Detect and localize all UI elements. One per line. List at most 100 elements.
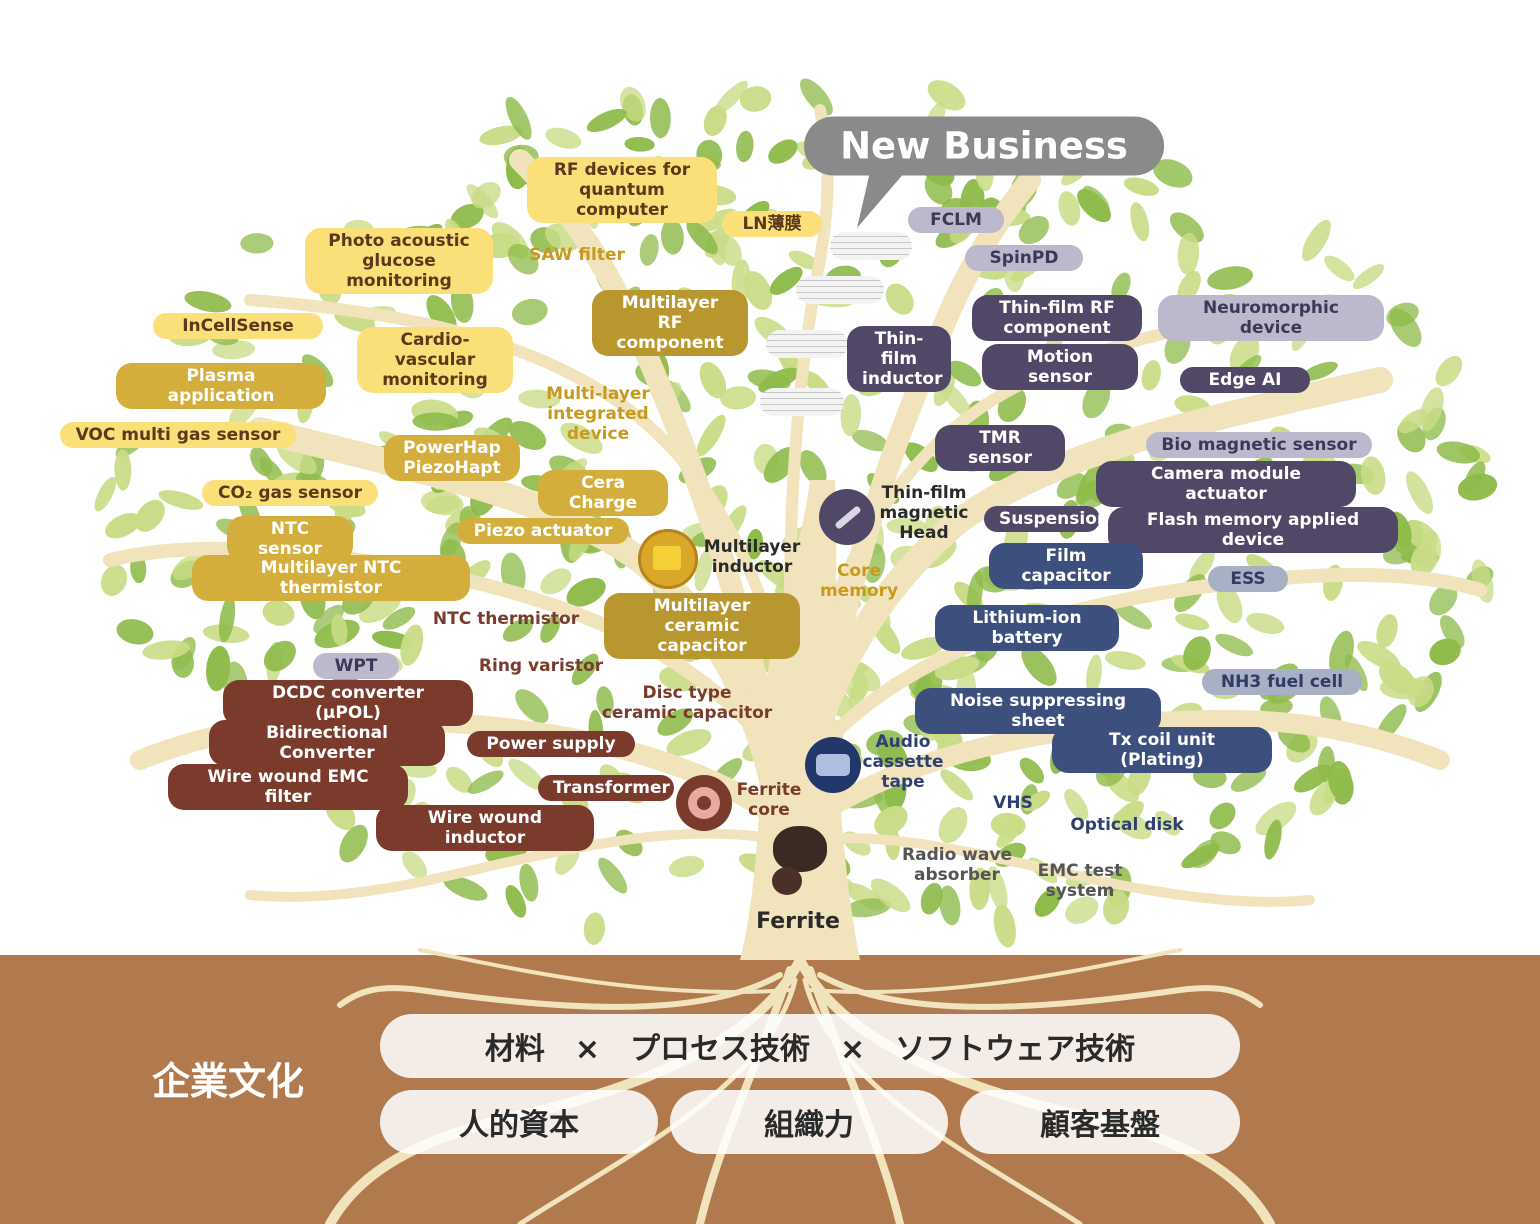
- leaf: [870, 878, 911, 913]
- new-business-bubble: New Business: [804, 116, 1164, 176]
- leaf: [1209, 802, 1236, 830]
- leaf: [1207, 266, 1254, 290]
- label-motion-sensor: Motion sensor: [982, 344, 1138, 390]
- leaf: [450, 203, 484, 230]
- leaf: [443, 876, 488, 901]
- leaf: [505, 96, 532, 140]
- leaf: [920, 882, 943, 915]
- label-nh3: NH3 fuel cell: [1202, 669, 1362, 695]
- human-capital-text: 人的資本: [459, 1108, 579, 1143]
- leaf: [938, 807, 968, 844]
- leaf: [993, 904, 1016, 948]
- leaf: [1302, 219, 1331, 262]
- label-multilayer-inductor: Multilayer inductor: [703, 537, 801, 577]
- leaf: [699, 361, 727, 399]
- leaf: [1419, 387, 1444, 432]
- leaf: [467, 770, 504, 794]
- leaf: [657, 708, 694, 736]
- label-ess: ESS: [1208, 566, 1288, 592]
- leaf: [694, 548, 713, 592]
- label-wire-emc: Wire wound EMC filter: [168, 764, 408, 810]
- leaf: [1436, 441, 1481, 464]
- leaf: [400, 624, 424, 666]
- label-disc-cap: Disc type ceramic capacitor: [601, 683, 773, 723]
- leaf: [184, 290, 232, 313]
- leaf: [660, 218, 684, 255]
- label-audio-tape: Audio cassette tape: [862, 732, 944, 792]
- future-placeholder-4: [760, 388, 844, 416]
- label-plasma: Plasma application: [116, 363, 326, 409]
- label-voc: VOC multi gas sensor: [60, 422, 296, 448]
- multilayer-inductor-icon: [638, 529, 698, 589]
- label-rf-quantum: RF devices for quantum computer: [527, 157, 717, 223]
- leaf: [598, 857, 628, 894]
- label-neuromorphic: Neuromorphic device: [1158, 295, 1384, 341]
- leaf: [412, 412, 459, 431]
- leaf: [1360, 456, 1386, 495]
- leaf: [1255, 801, 1297, 836]
- leaf: [969, 867, 991, 911]
- leaf: [1457, 473, 1498, 501]
- leaf: [1181, 843, 1220, 869]
- leaf: [768, 139, 798, 164]
- leaf: [1210, 831, 1241, 855]
- leaf: [666, 729, 712, 756]
- ferrite-toroid-icon: [772, 867, 802, 895]
- label-thinfilm-rf: Thin-film RF component: [972, 295, 1142, 341]
- audio-cassette-icon: [805, 737, 861, 793]
- leaf: [1324, 255, 1355, 282]
- technology-pill: 材料 × プロセス技術 × ソフトウェア技術: [380, 1014, 1240, 1078]
- leaf: [1264, 819, 1282, 860]
- label-piezo-actuator: Piezo actuator: [457, 518, 629, 544]
- customer-base-pill: 顧客基盤: [960, 1090, 1240, 1154]
- leaf: [471, 181, 501, 209]
- label-thinfilm-inductor: Thin-film inductor: [847, 326, 951, 392]
- leaf: [874, 805, 908, 836]
- leaf: [1301, 361, 1338, 381]
- leaf: [746, 528, 764, 560]
- label-mlcc: Multilayer ceramic capacitor: [604, 593, 800, 659]
- leaf: [425, 495, 460, 514]
- label-core-memory: Core memory: [819, 561, 899, 601]
- leaf: [206, 645, 231, 692]
- label-ring-varistor: Ring varistor: [478, 656, 604, 676]
- leaf: [1058, 191, 1081, 226]
- leaf: [1357, 640, 1401, 670]
- leaf: [566, 577, 606, 607]
- leaf: [668, 856, 705, 878]
- label-saw-filter: SAW filter: [529, 245, 625, 265]
- label-film-capacitor: Film capacitor: [989, 543, 1143, 589]
- organization-pill: 組織力: [670, 1090, 948, 1154]
- leaf: [331, 614, 348, 646]
- leaf: [596, 686, 614, 717]
- leaf: [1023, 790, 1051, 812]
- leaf: [1065, 896, 1099, 924]
- leaf: [939, 885, 961, 926]
- label-noise-sheet: Noise suppressing sheet: [915, 688, 1161, 734]
- label-photo-acoustic: Photo acoustic glucose monitoring: [305, 228, 493, 294]
- label-dcdc: DCDC converter (μPOL): [223, 680, 473, 726]
- label-power-supply: Power supply: [467, 731, 635, 757]
- label-tmr-sensor: TMR sensor: [935, 425, 1065, 471]
- label-vhs: VHS: [993, 793, 1033, 813]
- label-emc-test: EMC test system: [1037, 861, 1123, 901]
- label-multilayer-ntc: Multilayer NTC thermistor: [192, 555, 470, 601]
- leaf: [714, 80, 748, 115]
- label-camera-actuator: Camera module actuator: [1096, 461, 1356, 507]
- leaf: [624, 136, 655, 152]
- leaf: [116, 619, 154, 645]
- leaf: [508, 243, 539, 275]
- leaf: [1021, 645, 1057, 686]
- leaf: [901, 637, 946, 660]
- leaf: [1246, 612, 1285, 635]
- label-radio-absorber: Radio wave absorber: [902, 845, 1012, 885]
- leaf: [511, 298, 548, 326]
- leaf: [519, 863, 539, 902]
- leaf: [720, 386, 757, 410]
- label-flash-memory: Flash memory applied device: [1108, 507, 1398, 553]
- leaf: [947, 360, 982, 387]
- leaf: [1189, 549, 1215, 583]
- leaf: [515, 689, 549, 724]
- label-ntc-sensor: NTC sensor: [227, 516, 353, 562]
